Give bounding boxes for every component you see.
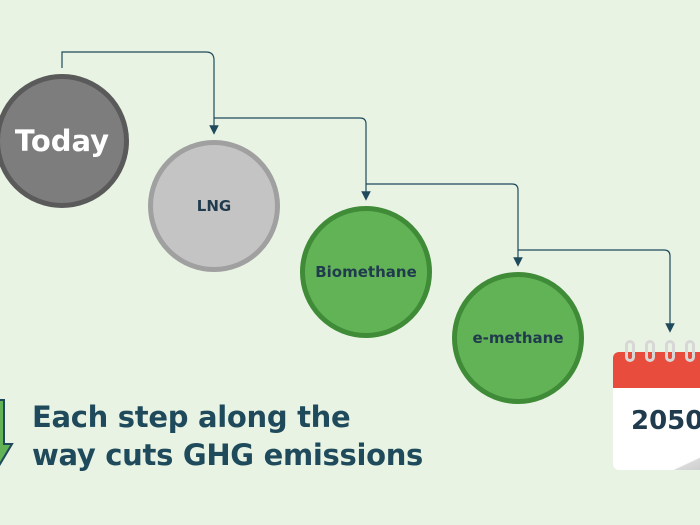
step-today-label: Today: [14, 124, 110, 158]
calendar-icon: 2050: [613, 340, 700, 470]
connector-biomethane: [366, 183, 523, 267]
step-biomethane-label: Biomethane: [315, 263, 417, 281]
connector-today: [61, 51, 219, 135]
connector-lng: [214, 117, 371, 201]
down-arrow-icon: [0, 399, 14, 466]
step-biomethane-circle: Biomethane: [300, 206, 432, 338]
calendar-ring: [625, 340, 635, 362]
step-lng-label: LNG: [196, 197, 232, 215]
caption-line-1: Each step along the: [32, 400, 351, 434]
step-e-methane-circle: e-methane: [452, 272, 584, 404]
step-today-circle: Today: [0, 74, 129, 208]
connector-e-methane: [518, 249, 675, 333]
calendar-ring: [665, 340, 675, 362]
step-lng-circle: LNG: [148, 140, 280, 272]
caption-line-2: way cuts GHG emissions: [32, 438, 424, 472]
calendar-ring: [645, 340, 655, 362]
calendar-page-curl: [673, 452, 700, 470]
calendar-ring: [685, 340, 695, 362]
caption: Each step along the way cuts GHG emissio…: [32, 398, 423, 474]
step-e-methane-label: e-methane: [472, 329, 564, 347]
calendar-year: 2050: [631, 406, 700, 436]
